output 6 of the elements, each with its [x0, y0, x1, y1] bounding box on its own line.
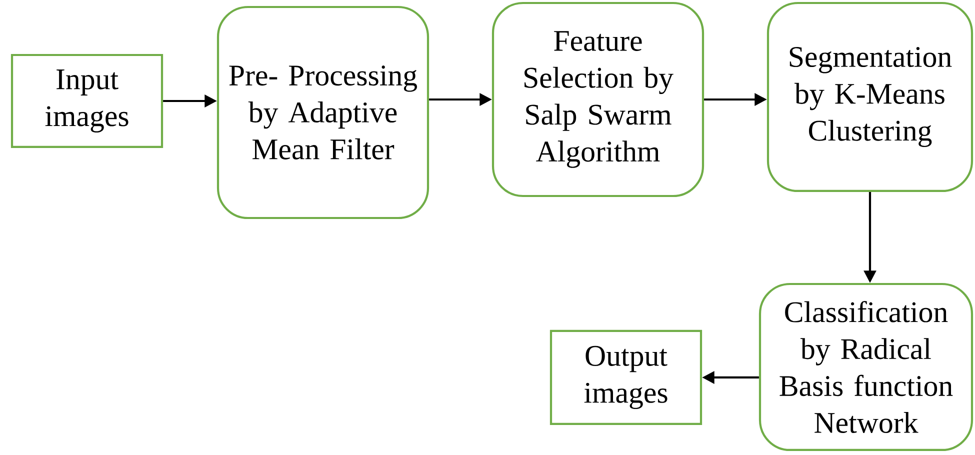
- process-box: Pre- Processing by Adaptive Mean Filter: [216, 6, 430, 220]
- process-box: Classification by Radical Basis function Network: [758, 282, 974, 452]
- process-box: Segmentation by K-Means Clustering: [766, 2, 974, 192]
- io-box: Output images: [550, 330, 702, 426]
- io-box: Input images: [10, 54, 164, 148]
- process-box: Feature Selection by Salp Swarm Algorithm: [492, 2, 704, 198]
